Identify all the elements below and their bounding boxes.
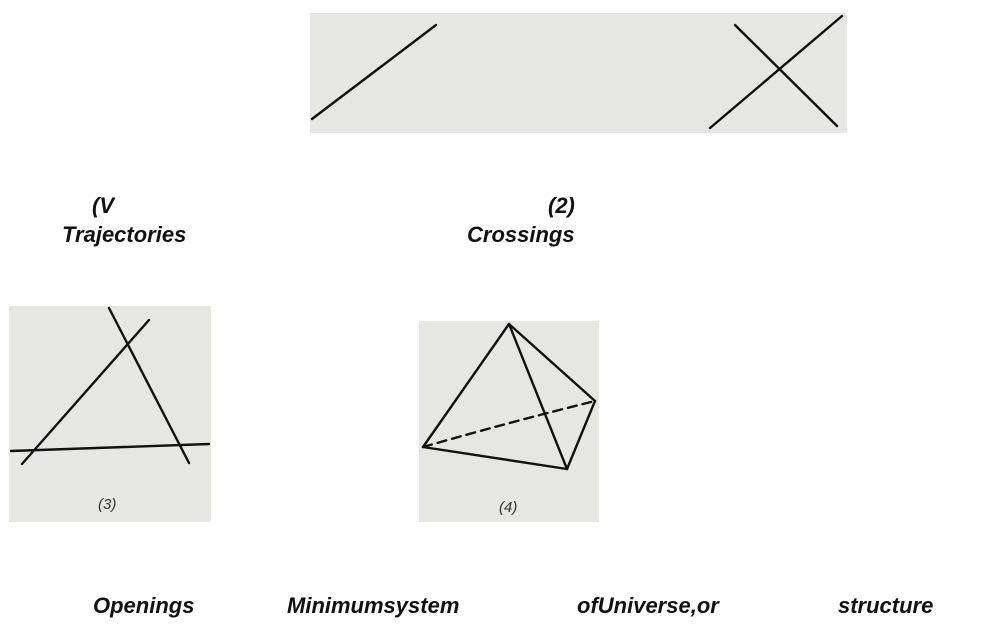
fig2-caption: Crossings [467, 222, 575, 247]
fig1-number: (V [92, 193, 114, 218]
caption-minimum-system: Minimumsystem [287, 593, 460, 618]
triangle-line-base [9, 442, 211, 453]
triangle-line-left [20, 318, 151, 466]
triangle-illustration [9, 306, 211, 466]
tetra-edge-base-front [421, 445, 569, 471]
triangle-line-right [107, 306, 191, 465]
caption-structure: structure [838, 593, 934, 618]
figure-strip-1-2 [310, 13, 847, 133]
fig1-caption: Trajectories [62, 222, 187, 247]
trajectory-line [310, 23, 438, 121]
crossing-line-b [733, 23, 839, 128]
tetra-hidden-edge [421, 399, 597, 449]
tetra-edge-apex-front [507, 322, 569, 471]
tetra-edge-base-right [565, 399, 597, 471]
trajectory-crossing-illustration [310, 14, 844, 130]
fig2-number: (2) [548, 193, 575, 218]
caption-universe: ofUniverse,or [577, 593, 719, 618]
figure-3-triangle: (3) [9, 306, 211, 522]
tetra-edge-apex-left [421, 322, 511, 449]
fig4-label: (4) [499, 499, 518, 516]
tetrahedron-illustration [421, 322, 597, 471]
caption-openings: Openings [93, 593, 195, 618]
tetra-edge-apex-right [507, 322, 597, 403]
figure-4-tetrahedron: (4) [419, 321, 599, 522]
fig3-label: (3) [98, 496, 117, 513]
crossing-line-a [708, 14, 844, 130]
